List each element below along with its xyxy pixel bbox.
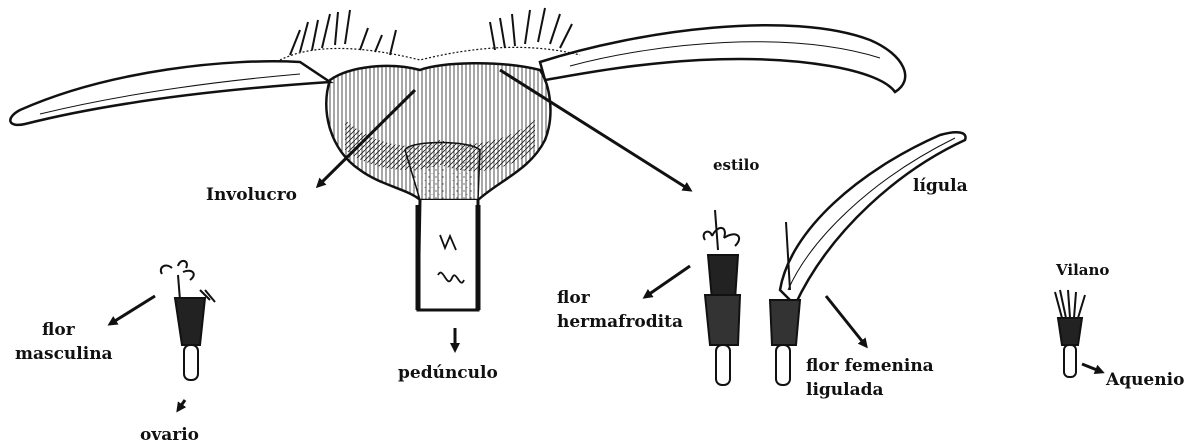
label-flor-hermafrodita-line1: flor [557,288,590,308]
left-ligule-petal [10,61,330,125]
label-involucro: Involucro [206,185,297,205]
female-ligulate-floret [770,132,966,385]
arrow-flor-masculina [110,296,155,324]
male-floret [161,261,215,380]
label-aquenio: Aquenio [1106,370,1184,390]
label-ovario: ovario [140,425,199,445]
label-flor-masculina-line1: flor [42,320,75,340]
label-pedunculo: pedúnculo [398,363,498,383]
label-estilo: estilo [713,155,759,175]
peduncle-stem [418,200,478,310]
label-ligula: lígula [913,176,968,196]
arrow-ovario [178,400,185,410]
arrow-flor-hermafrodita [645,266,690,297]
hermaphrodite-floret [704,210,740,385]
label-vilano: Vilano [1056,260,1109,280]
label-flor-masculina-line2: masculina [15,344,113,364]
pointer-arrows [110,70,1102,410]
label-flor-hermafrodita-line2: hermafrodita [557,312,683,332]
arrow-aquenio [1082,364,1102,372]
achene-with-pappus [1055,290,1085,377]
label-flor-femenina-line2: ligulada [806,380,884,400]
arrow-flor-femenina [826,296,866,346]
label-flor-femenina-line1: flor femenina [806,356,934,376]
right-ligule-petal [540,25,905,92]
